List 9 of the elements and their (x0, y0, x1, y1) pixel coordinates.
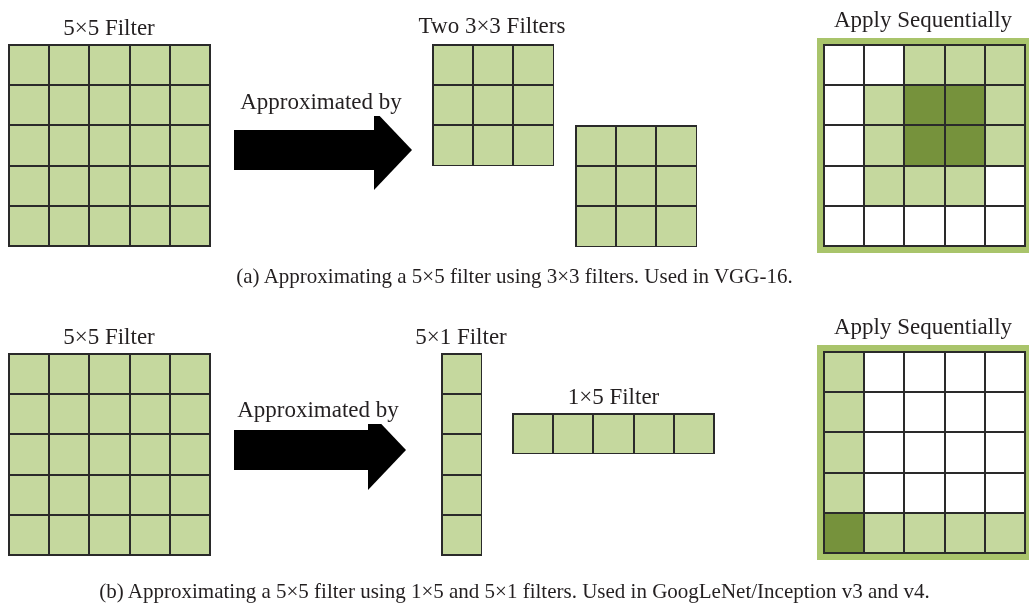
filter-heading: 5×5 Filter (62, 323, 156, 351)
filter-heading: Two 3×3 Filters (417, 12, 567, 40)
filter-heading: 5×1 Filter (414, 323, 508, 351)
filter-heading: Apply Sequentially (832, 313, 1014, 341)
filter-heading: 1×5 Filter (566, 383, 661, 411)
figure-caption: (a) Approximating a 5×5 filter using 3×3 filters. Used in VGG-16. (235, 263, 794, 290)
filter-heading: 5×5 Filter (62, 14, 156, 42)
figure-caption: (b) Approximating a 5×5 filter using 1×5 and 5×1 filters. Used in GoogLeNet/Inception v3 and v4. (98, 578, 931, 605)
filter-heading: Apply Sequentially (832, 6, 1014, 34)
